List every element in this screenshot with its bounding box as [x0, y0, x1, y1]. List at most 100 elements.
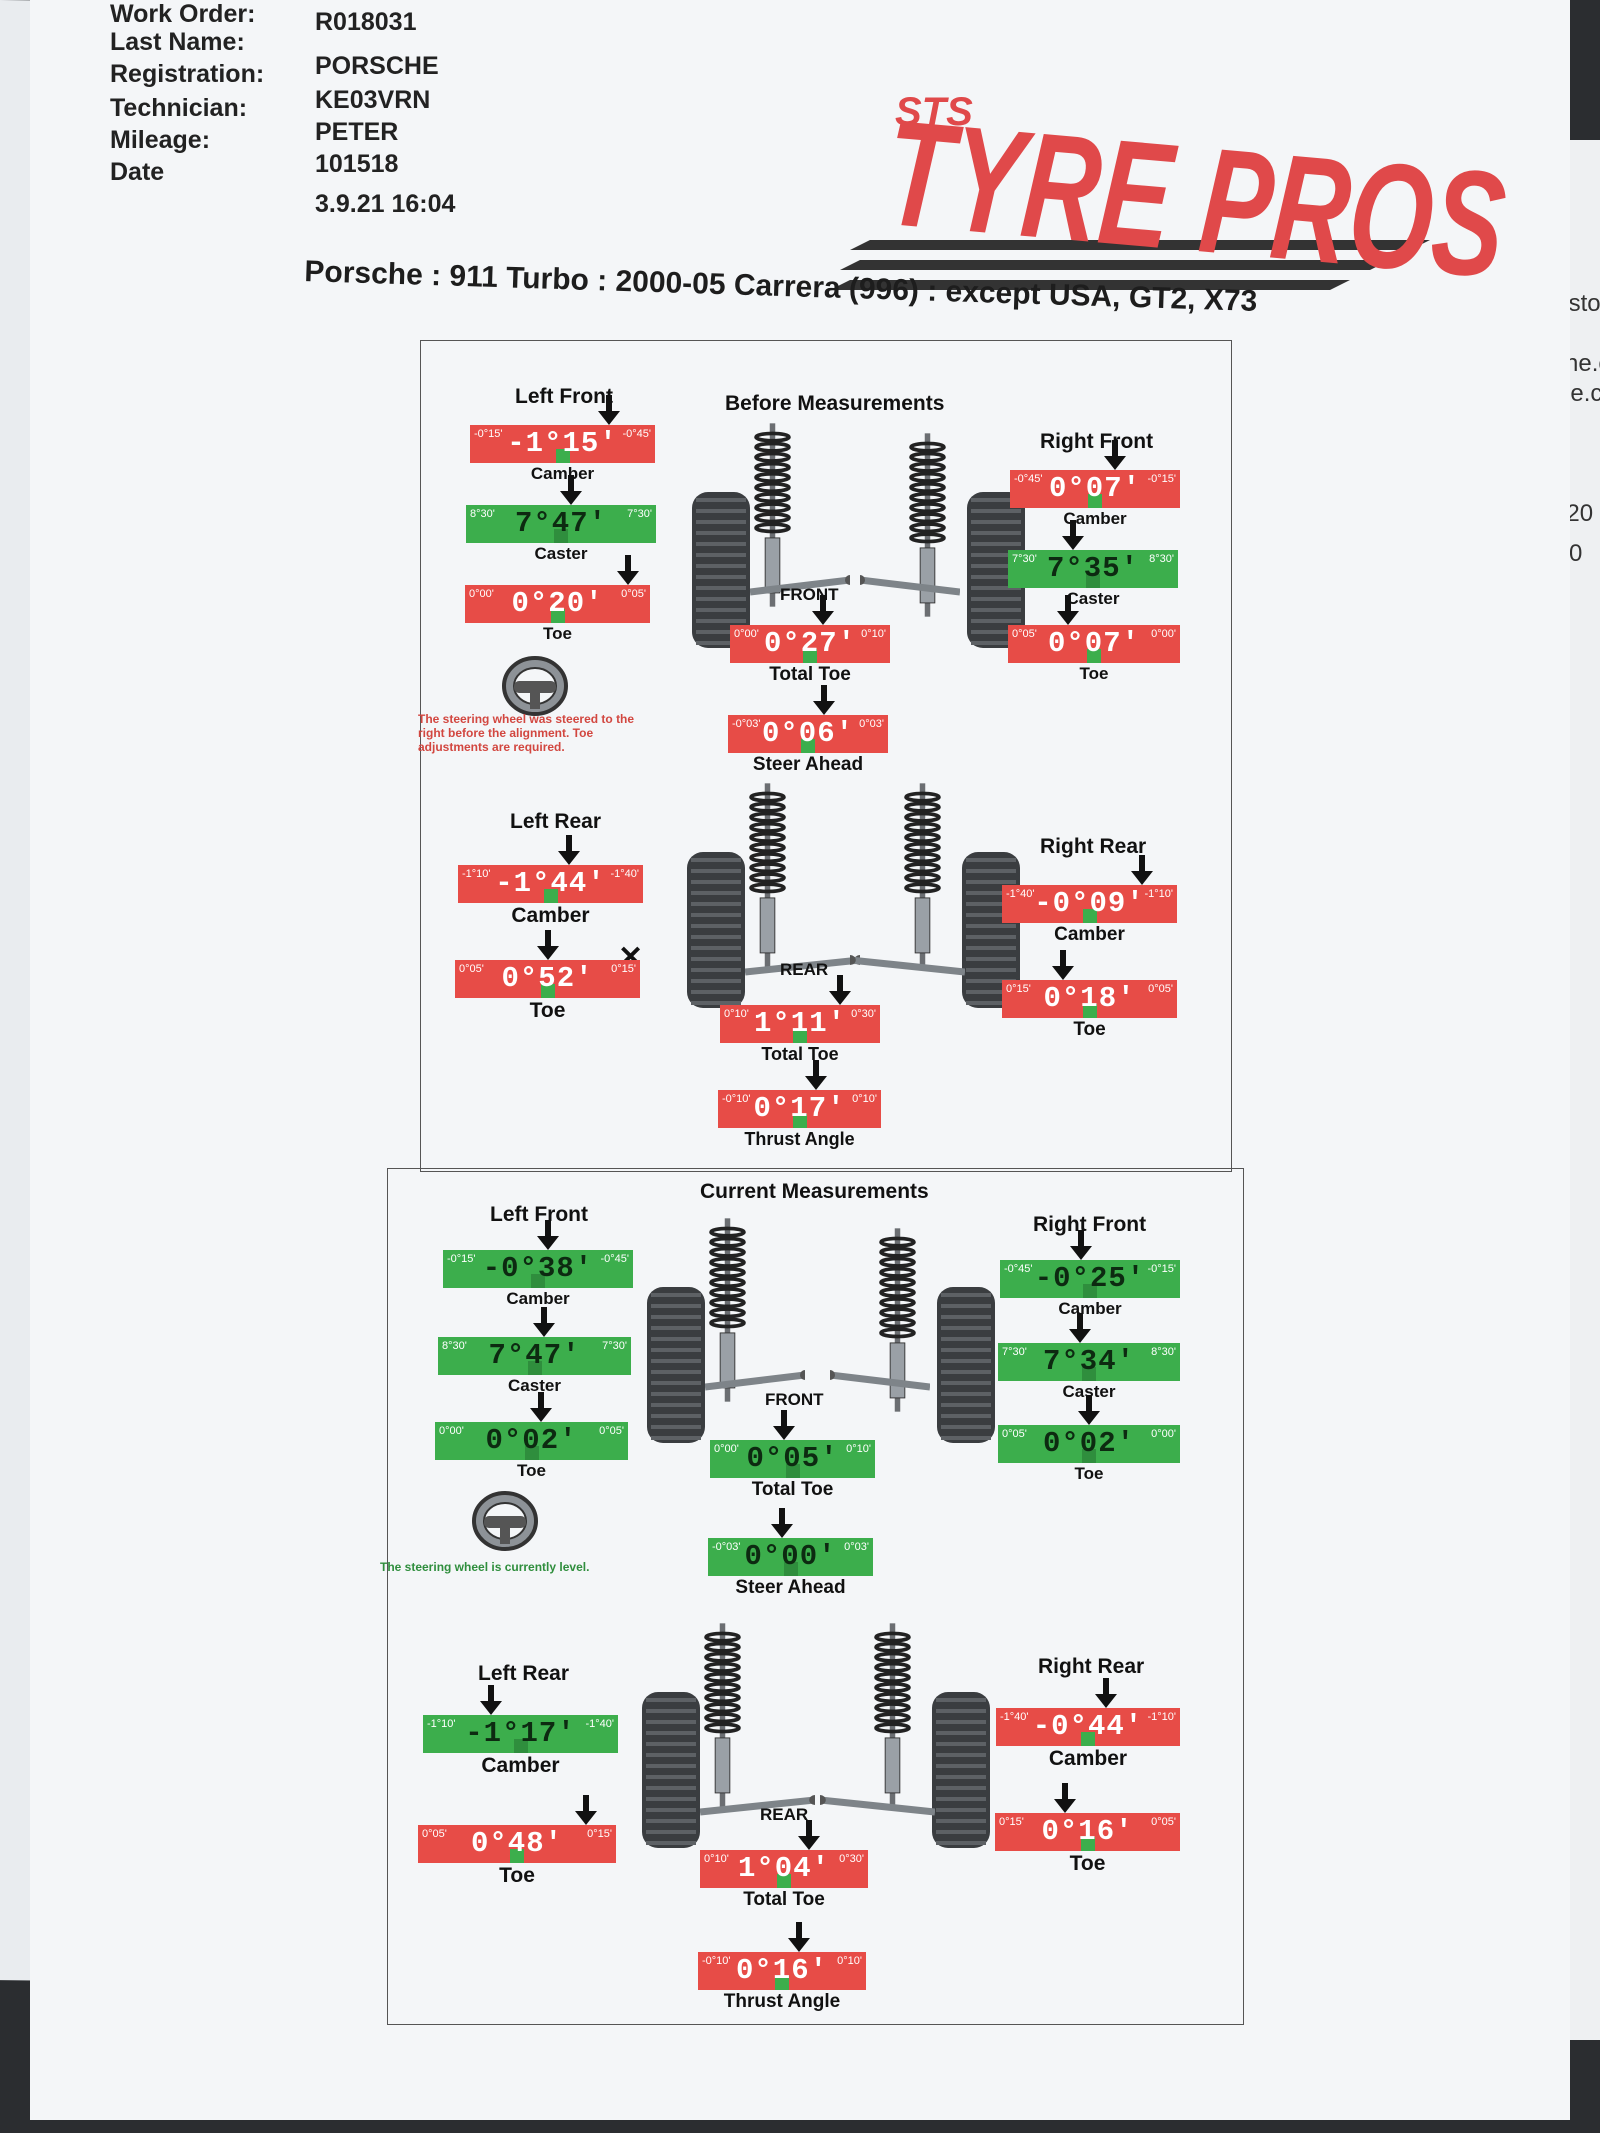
current-lf-camber-gauge-label: Camber	[506, 1289, 570, 1308]
control-arm-icon	[820, 1795, 935, 1816]
gauge-low-limit: 0°05'	[422, 1828, 447, 1840]
down-arrow-icon	[480, 1685, 503, 1715]
gauge-high-limit: -0°45'	[622, 428, 651, 440]
before-rf-camber-gauge: -0°45'-0°15'0°07'	[1010, 470, 1180, 508]
before-r-total-toe-gauge-label: Total Toe	[761, 1044, 839, 1064]
work-order-label: Work Order:	[110, 0, 256, 28]
registration-label: Registration:	[110, 60, 265, 88]
before-rr-toe-gauge: 0°15'0°05'0°18'	[1002, 980, 1177, 1018]
current-lf-caster-gauge: 8°30'7°30'7°47'	[438, 1337, 631, 1375]
gauge-high-limit: 0°05'	[1148, 983, 1173, 995]
before-steer-ahead-gauge-label: Steer Ahead	[752, 754, 864, 775]
steering-wheel-icon	[502, 656, 568, 716]
down-arrow-icon	[1068, 1313, 1091, 1343]
gauge-low-limit: 0°10'	[724, 1008, 749, 1020]
down-arrow-icon	[1061, 520, 1084, 550]
current-rf-toe-gauge-label: Toe	[1074, 1464, 1104, 1483]
current-rear-label: REAR	[760, 1805, 809, 1824]
sts-tyre-pros-logo: STS TYRE PROS	[830, 88, 1512, 309]
suspension-strut-icon	[754, 423, 791, 607]
gauge-low-limit: 7°30'	[1002, 1346, 1027, 1358]
gauge-high-limit: 0°10'	[846, 1443, 871, 1455]
before-front-label: FRONT	[780, 585, 839, 604]
suspension-strut-icon	[709, 1218, 746, 1402]
current-rr-toe-gauge: 0°15'0°05'0°16'	[995, 1813, 1180, 1851]
gauge-high-limit: 0°30'	[851, 1008, 876, 1020]
before-thrust-gauge: -0°10'0°10'0°17'	[718, 1090, 881, 1128]
down-arrow-icon	[1057, 595, 1080, 625]
down-arrow-icon	[773, 1410, 796, 1440]
before-rf-caster-gauge-label: Caster	[1066, 589, 1120, 608]
down-arrow-icon	[1131, 855, 1153, 885]
technician-value: PETER	[315, 118, 399, 146]
gauge-low-limit: -0°10'	[702, 1955, 731, 1967]
gauge-value: -0°38'	[482, 1252, 594, 1285]
current-lr-toe-gauge: 0°05'0°15'0°48'	[418, 1825, 616, 1863]
gauge-spec-marker	[554, 529, 568, 543]
before-lf-camber-gauge: -0°15'-0°45'-1°15'	[470, 425, 655, 463]
gauge-value: 0°06'	[761, 717, 854, 750]
gauge-spec-marker	[543, 889, 558, 903]
gauge-high-limit: 0°10'	[837, 1955, 862, 1967]
down-arrow-icon	[533, 1307, 556, 1337]
logo-small-text: STS	[895, 90, 973, 134]
tyre-icon	[642, 1692, 700, 1848]
gauge-value: 0°02'	[1042, 1427, 1135, 1460]
gauge-high-limit: 0°03'	[844, 1541, 869, 1553]
gauge-spec-marker	[792, 1114, 807, 1128]
control-arm-icon	[750, 575, 850, 596]
down-arrow-icon	[597, 395, 620, 425]
gauge-low-limit: -1°40'	[1006, 888, 1035, 900]
before-left-front-heading: Left Front	[515, 385, 613, 408]
gauge-spec-marker	[1080, 1837, 1095, 1851]
gauge-high-limit: 0°15'	[587, 1828, 612, 1840]
current-lr-camber-gauge-label: Camber	[481, 1754, 560, 1777]
suspension-strut-icon	[904, 783, 941, 967]
before-lf-toe-gauge: 0°00'0°05'0°20'	[465, 585, 650, 623]
current-rr-toe-gauge-label: Toe	[1069, 1852, 1106, 1875]
down-arrow-icon	[558, 835, 580, 865]
gauge-value: -1°17'	[465, 1717, 576, 1750]
before-rf-toe-gauge: 0°05'0°00'0°07'	[1008, 625, 1180, 663]
last-name-label: Last Name:	[110, 28, 245, 56]
current-thrust-gauge: -0°10'0°10'0°16'	[698, 1952, 866, 1990]
gauge-low-limit: -1°10'	[427, 1718, 456, 1730]
current-rf-camber-gauge-label: Camber	[1058, 1299, 1122, 1318]
suspension-strut-icon	[879, 1228, 916, 1412]
before-left-rear-heading: Left Rear	[510, 810, 602, 833]
down-arrow-icon	[1070, 1230, 1092, 1260]
gauge-low-limit: -0°45'	[1014, 473, 1043, 485]
before-right-rear-heading: Right Rear	[1040, 835, 1147, 858]
gauge-high-limit: 7°30'	[627, 508, 652, 520]
gauge-low-limit: -0°15'	[474, 428, 503, 440]
date-label: Date	[110, 158, 165, 186]
down-arrow-icon	[1104, 440, 1127, 470]
mileage-value: 101518	[315, 150, 399, 178]
gauge-high-limit: -1°10'	[1144, 888, 1173, 900]
tyre-icon	[937, 1287, 995, 1443]
control-arm-icon	[830, 1370, 930, 1391]
gauge-high-limit: -0°15'	[1147, 473, 1176, 485]
work-order-value: R018031	[315, 8, 417, 36]
gauge-spec-marker	[777, 1874, 791, 1888]
before-lf-caster-gauge: 8°30'7°30'7°47'	[466, 505, 656, 543]
before-rf-caster-gauge: 7°30'8°30'7°35'	[1008, 550, 1178, 588]
current-thrust-gauge-label: Thrust Angle	[723, 1991, 841, 2012]
steering-wheel-icon	[472, 1491, 538, 1551]
gauge-spec-marker	[775, 1976, 789, 1990]
current-rf-caster-gauge-label: Caster	[1062, 1382, 1116, 1401]
suspension-strut-icon	[749, 783, 786, 967]
down-arrow-icon	[829, 975, 851, 1005]
gauge-spec-marker	[540, 984, 555, 998]
gauge-value: 0°02'	[485, 1424, 578, 1457]
down-arrow-icon	[575, 1795, 598, 1825]
gauge-low-limit: 0°00'	[469, 588, 494, 600]
current-rf-camber-gauge: -0°45'-0°15'-0°25'	[1000, 1260, 1180, 1298]
before-right-front-heading: Right Front	[1040, 430, 1154, 453]
down-arrow-icon	[771, 1508, 794, 1538]
gauge-value: 0°52'	[501, 962, 594, 995]
current-r-total-toe-gauge: 0°10'0°30'1°04'	[700, 1850, 868, 1888]
gauge-low-limit: 0°15'	[1006, 983, 1031, 995]
current-r-total-toe-gauge-label: Total Toe	[743, 1889, 825, 1910]
gauge-spec-marker	[531, 1274, 545, 1288]
